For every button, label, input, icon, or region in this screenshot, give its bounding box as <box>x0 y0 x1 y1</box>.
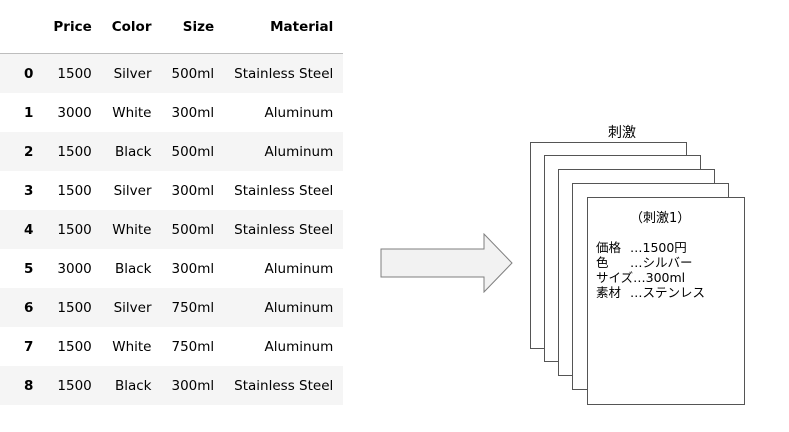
attribute-label: 色 <box>596 255 609 270</box>
cell-color: White <box>112 221 152 238</box>
cell-size: 750ml <box>171 338 215 355</box>
row-index: 5 <box>24 260 34 277</box>
stimulus-attribute-list: 価格 …1500円 色 …シルバー サイズ …300ml 素材 …ステンレス <box>596 240 705 300</box>
stimulus-card-back-1 <box>572 183 729 390</box>
attribute-value: …1500円 <box>630 240 687 255</box>
header-material: Material <box>224 0 344 54</box>
cell-price: 3000 <box>57 104 92 121</box>
row-index: 6 <box>24 299 34 316</box>
table-row: 2 1500 Black 500ml Aluminum <box>0 132 344 171</box>
row-index: 3 <box>24 182 34 199</box>
attribute-value: …ステンレス <box>630 285 706 300</box>
table-row: 0 1500 Silver 500ml Stainless Steel <box>0 53 344 93</box>
attribute-value: …シルバー <box>630 255 693 270</box>
cell-size: 300ml <box>171 104 215 121</box>
attribute-value: …300ml <box>633 270 686 285</box>
table-row: 8 1500 Black 300ml Stainless Steel <box>0 366 344 405</box>
attribute-label: サイズ <box>596 270 634 285</box>
table-row: 6 1500 Silver 750ml Aluminum <box>0 288 344 327</box>
row-index: 7 <box>24 338 34 355</box>
cell-color: Black <box>114 377 152 394</box>
cell-color: Silver <box>113 299 152 316</box>
cell-price: 1500 <box>57 299 92 316</box>
attribute-label: 素材 <box>596 285 622 300</box>
table-row: 5 3000 Black 300ml Aluminum <box>0 249 344 288</box>
cell-color: White <box>112 338 152 355</box>
cell-size: 500ml <box>171 65 215 82</box>
header-color: Color <box>101 0 162 54</box>
header-size: Size <box>161 0 225 54</box>
row-index: 4 <box>24 221 34 238</box>
right-arrow-icon <box>380 233 513 293</box>
cell-size: 300ml <box>171 260 215 277</box>
cell-size: 500ml <box>171 221 215 238</box>
cell-material: Aluminum <box>264 299 334 316</box>
cell-material: Aluminum <box>264 143 334 160</box>
cell-price: 1500 <box>57 377 92 394</box>
cell-color: Black <box>114 143 152 160</box>
cell-size: 300ml <box>171 377 215 394</box>
row-index: 2 <box>24 143 34 160</box>
attribute-row-price: 価格 …1500円 <box>596 240 705 255</box>
cell-size: 500ml <box>171 143 215 160</box>
data-table: Price Color Size Material 0 1500 Silver … <box>0 0 344 405</box>
cell-color: Silver <box>113 182 152 199</box>
stimulus-card-back-2 <box>558 169 715 376</box>
cell-size: 750ml <box>171 299 215 316</box>
row-index: 1 <box>24 104 34 121</box>
card-title: （刺激1） <box>630 211 691 226</box>
cell-color: White <box>112 104 152 121</box>
cell-price: 1500 <box>57 221 92 238</box>
cell-material: Aluminum <box>264 104 334 121</box>
cell-material: Aluminum <box>264 260 334 277</box>
cell-color: Black <box>114 260 152 277</box>
attribute-label: 価格 <box>596 240 622 255</box>
cell-price: 3000 <box>57 260 92 277</box>
table-header-row: Price Color Size Material <box>0 0 344 54</box>
profile-table: Price Color Size Material 0 1500 Silver … <box>0 0 344 405</box>
attribute-row-size: サイズ …300ml <box>596 270 705 285</box>
cell-color: Silver <box>113 65 152 82</box>
stimulus-card-back-4 <box>530 142 687 349</box>
cell-material: Aluminum <box>264 338 334 355</box>
row-index: 0 <box>24 65 34 82</box>
cell-material: Stainless Steel <box>234 65 334 82</box>
attribute-row-material: 素材 …ステンレス <box>596 285 705 300</box>
attribute-row-color: 色 …シルバー <box>596 255 705 270</box>
cell-price: 1500 <box>57 65 92 82</box>
table-row: 4 1500 White 500ml Stainless Steel <box>0 210 344 249</box>
header-index <box>0 0 44 54</box>
stimulus-card-back-3 <box>544 155 701 362</box>
stack-title: 刺激 <box>608 125 636 141</box>
cell-price: 1500 <box>57 338 92 355</box>
stimulus-card-front <box>587 197 745 405</box>
cell-size: 300ml <box>171 182 215 199</box>
cell-material: Stainless Steel <box>234 377 334 394</box>
table-row: 7 1500 White 750ml Aluminum <box>0 327 344 366</box>
cell-price: 1500 <box>57 143 92 160</box>
row-index: 8 <box>24 377 34 394</box>
table-row: 3 1500 Silver 300ml Stainless Steel <box>0 171 344 210</box>
cell-material: Stainless Steel <box>234 221 334 238</box>
cell-material: Stainless Steel <box>234 182 334 199</box>
header-price: Price <box>43 0 102 54</box>
table-row: 1 3000 White 300ml Aluminum <box>0 93 344 132</box>
cell-price: 1500 <box>57 182 92 199</box>
